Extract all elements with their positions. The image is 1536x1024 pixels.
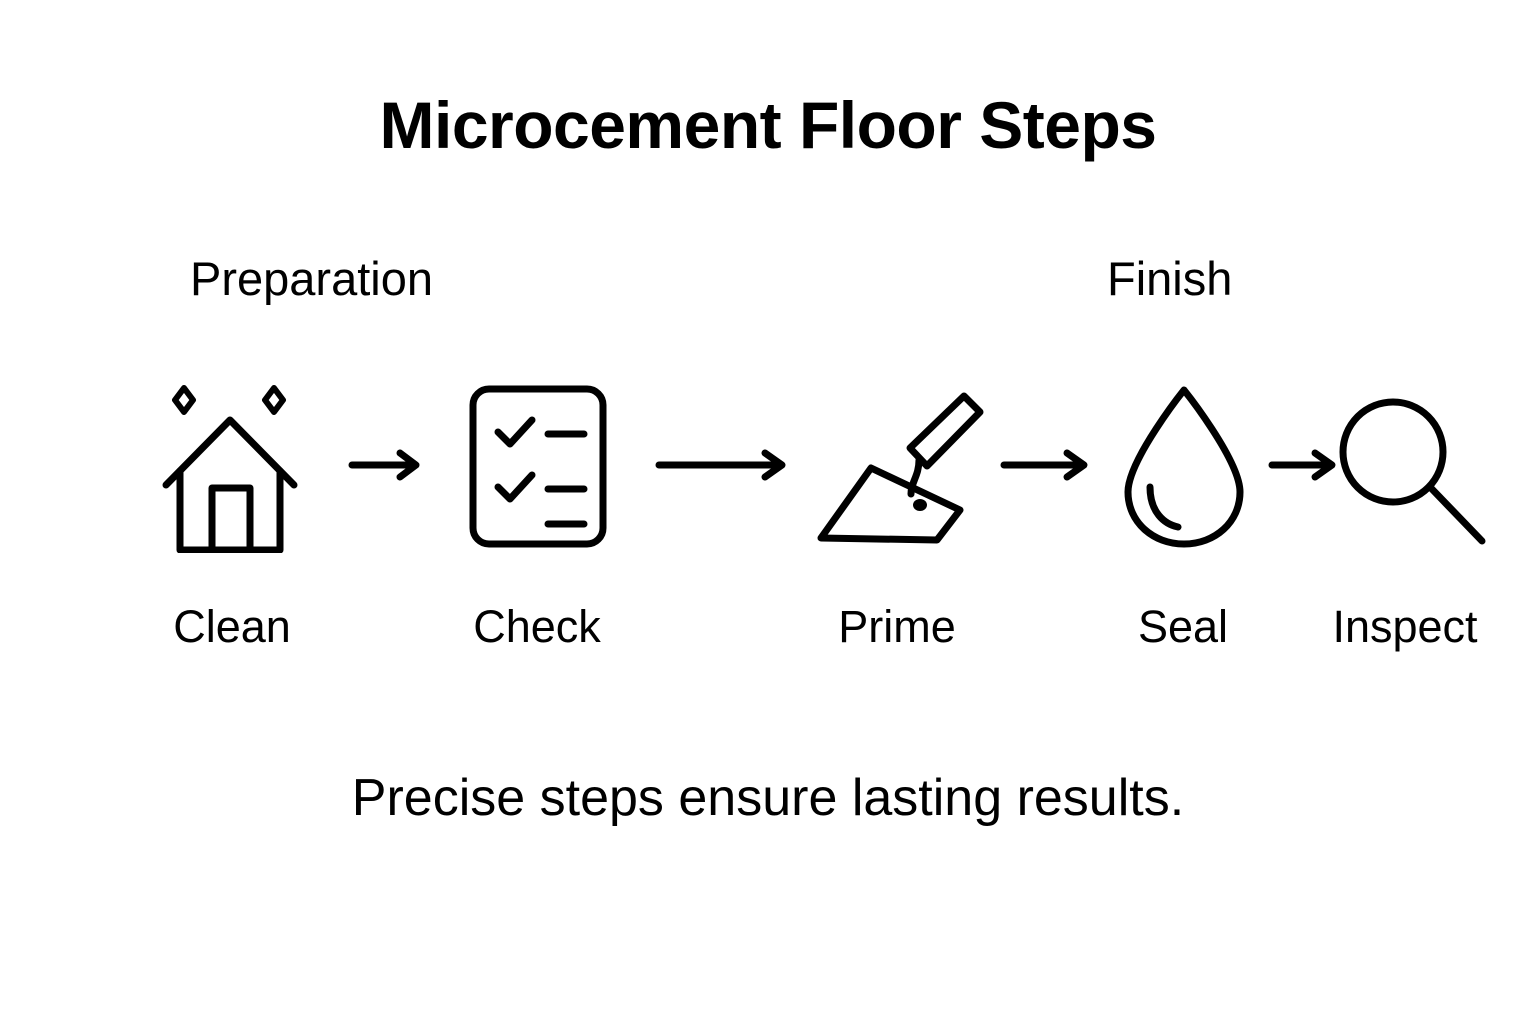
arrow-right-icon xyxy=(1000,448,1092,482)
water-droplet-icon xyxy=(1120,384,1248,550)
sparkling-house-icon xyxy=(160,378,300,553)
step-label-check: Check xyxy=(473,601,601,652)
step-label-clean: Clean xyxy=(173,601,291,652)
arrow-right-icon xyxy=(655,448,790,482)
group-label-finish: Finish xyxy=(1107,252,1233,305)
page-title: Microcement Floor Steps xyxy=(379,88,1158,162)
group-label-preparation: Preparation xyxy=(190,252,433,305)
trowel-icon xyxy=(815,390,985,550)
arrow-right-icon xyxy=(348,448,424,482)
step-label-inspect: Inspect xyxy=(1332,601,1478,652)
magnifying-glass-icon xyxy=(1336,390,1491,550)
step-label-seal: Seal xyxy=(1137,601,1229,652)
arrow-right-icon xyxy=(1268,448,1340,482)
step-label-prime: Prime xyxy=(838,601,956,652)
footer-caption: Precise steps ensure lasting results. xyxy=(351,769,1185,827)
process-flow xyxy=(0,370,1536,570)
checklist-icon xyxy=(468,384,608,549)
